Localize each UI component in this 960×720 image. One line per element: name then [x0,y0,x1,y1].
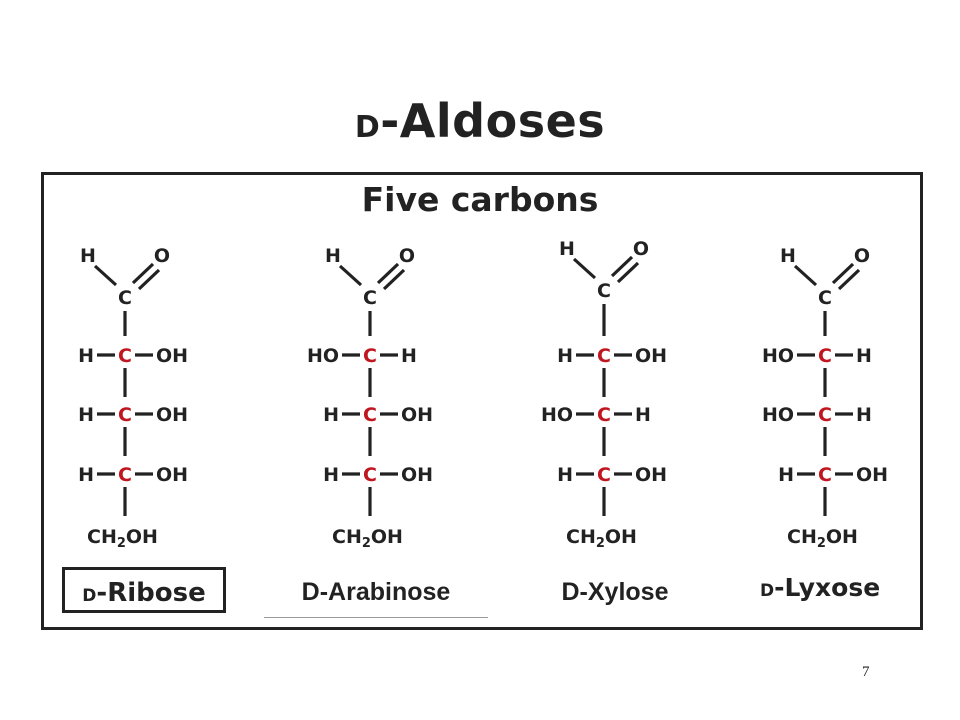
lyxose-aldehyde-h: H [780,245,796,267]
ribose-ch2oh: CH2OH [87,526,158,551]
ribose-aldehyde-h: H [80,245,96,267]
ribose-right-group-2: OH [156,345,188,367]
xylose-bond-c1-o-a [610,255,634,278]
ribose-chiral-c2: C [118,345,132,367]
xylose-aldehyde-h: H [559,238,575,260]
ribose-bond-c1-h [93,264,118,287]
ribose-chiral-c4: C [118,464,132,486]
lyxose-c1: C [818,287,832,309]
page-number: 7 [862,664,870,680]
xylose-bond-c1-o-b [616,261,640,284]
lyxose-right-group-2: H [856,345,872,367]
xylose-chiral-c4: C [597,464,611,486]
lyxose-chiral-c2: C [818,345,832,367]
title-prefix: D [354,110,381,145]
lyxose-right-group-4: OH [856,464,888,486]
diagram-subtitle: Five carbons [361,180,599,219]
lyxose-bond-c1-o-b [837,268,861,291]
arabinose-right-group-2: H [401,345,417,367]
lyxose-bond-c1-h [793,264,818,287]
ribose-right-group-4: OH [156,464,188,486]
ribose-left-group-3: H [78,404,94,426]
lyxose-aldehyde-o: O [854,245,870,267]
arabinose-chiral-c4: C [363,464,377,486]
name-ribose-box: D-Ribose [62,567,226,613]
arabinose-bond-c1-o-a [376,262,400,285]
xylose-chiral-c3: C [597,404,611,426]
name-arabinose: D-Arabinose [301,578,451,606]
arabinose-ch2oh: CH2OH [332,526,403,551]
xylose-ch2oh: CH2OH [566,526,637,551]
arabinose-right-group-4: OH [401,464,433,486]
lyxose-right-group-3: H [856,404,872,426]
xylose-right-group-3: H [635,404,651,426]
ribose-prefix: D [82,586,97,606]
title-main: -Aldoses [380,94,606,148]
ribose-bond-c1-o-b [137,268,161,291]
arabinose-right-group-3: OH [401,404,433,426]
xylose-c1: C [597,280,611,302]
arabinose-left-group-2: HO [307,345,339,367]
lyxose-left-group-4: H [778,464,794,486]
ribose-main: -Ribose [96,578,206,608]
arabinose-left-group-3: H [323,404,339,426]
ribose-aldehyde-o: O [154,245,170,267]
ribose-c1: C [118,287,132,309]
arabinose-underline [264,617,488,618]
arabinose-bond-c1-h [338,264,363,287]
xylose-aldehyde-o: O [633,238,649,260]
lyxose-ch2oh: CH2OH [787,526,858,551]
xylose-bond-c1-h [572,257,597,280]
lyxose-left-group-3: HO [762,404,794,426]
lyxose-left-group-2: HO [762,345,794,367]
lyxose-prefix: D [760,581,775,601]
arabinose-chiral-c2: C [363,345,377,367]
arabinose-left-group-4: H [323,464,339,486]
lyxose-chiral-c4: C [818,464,832,486]
page-title: D-Aldoses [0,94,960,148]
xylose-chiral-c2: C [597,345,611,367]
arabinose-aldehyde-o: O [399,245,415,267]
ribose-bond-c1-o-a [131,262,155,285]
ribose-right-group-3: OH [156,404,188,426]
xylose-right-group-4: OH [635,464,667,486]
lyxose-chiral-c3: C [818,404,832,426]
arabinose-c1: C [363,287,377,309]
name-xylose: D-Xylose [561,578,669,606]
arabinose-bond-c1-o-b [382,268,406,291]
xylose-left-group-3: HO [541,404,573,426]
arabinose-chiral-c3: C [363,404,377,426]
ribose-chiral-c3: C [118,404,132,426]
xylose-right-group-2: OH [635,345,667,367]
lyxose-main: -Lyxose [774,573,881,602]
ribose-left-group-4: H [78,464,94,486]
xylose-left-group-4: H [557,464,573,486]
name-lyxose: D-Lyxose [760,573,880,602]
lyxose-bond-c1-o-a [831,262,855,285]
ribose-left-group-2: H [78,345,94,367]
xylose-left-group-2: H [557,345,573,367]
diagram-frame [41,172,923,630]
arabinose-aldehyde-h: H [325,245,341,267]
